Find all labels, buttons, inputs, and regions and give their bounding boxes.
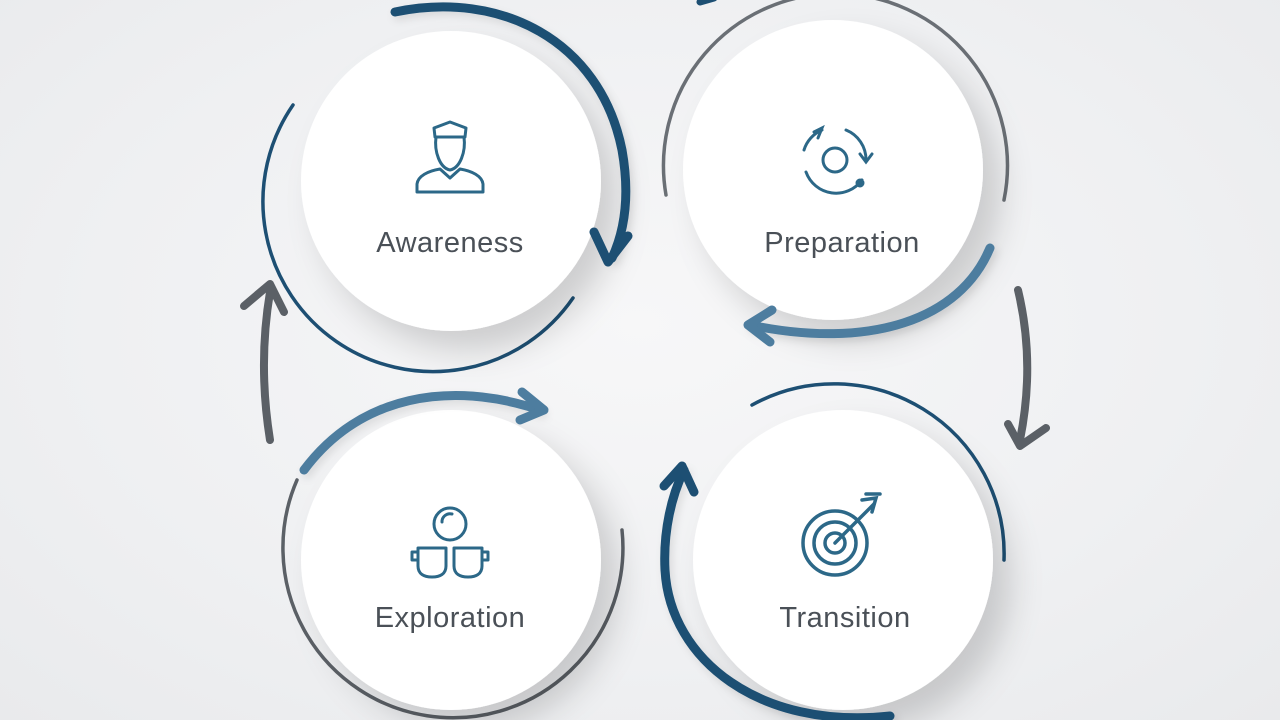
transition-arrowhead (659, 461, 699, 497)
cycle-icon (802, 124, 874, 195)
transition-label: Transition (779, 602, 910, 634)
person-icon (415, 120, 485, 194)
awareness-label: Awareness (376, 227, 523, 259)
preparation-ring-arc (661, 0, 1010, 202)
awareness-node[interactable] (301, 31, 601, 331)
right-down-arrow (1014, 286, 1032, 444)
preparation-cycle-arrow (745, 243, 995, 339)
top-arc-fragment (696, 0, 717, 6)
preparation-arrowhead (743, 305, 777, 347)
awareness-cycle-arrow (390, 2, 631, 263)
transition-cycle-arrow (660, 465, 895, 720)
exploration-cycle-arrow (299, 391, 545, 475)
group-icon (410, 506, 490, 579)
exploration-node[interactable] (301, 410, 601, 710)
target-icon (801, 492, 882, 577)
awareness-ring-arc (261, 103, 575, 374)
right-down-arrowhead (1004, 420, 1050, 450)
transition-ring-arc (750, 382, 1006, 562)
awareness-arrowhead (589, 227, 633, 267)
left-up-arrow (260, 288, 274, 444)
exploration-ring-arc (281, 478, 625, 720)
exploration-arrowhead (515, 387, 549, 425)
transition-node[interactable] (693, 410, 993, 710)
preparation-label: Preparation (764, 227, 919, 259)
preparation-node[interactable] (683, 20, 983, 320)
exploration-label: Exploration (375, 602, 526, 634)
left-up-arrowhead (240, 280, 288, 316)
